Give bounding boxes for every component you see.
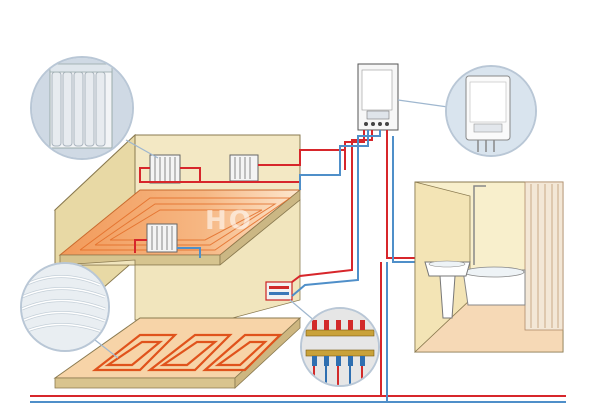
- underfloor-heating-coil: [91, 333, 283, 372]
- manifold: [265, 281, 293, 301]
- washbasin: [424, 260, 471, 319]
- wall-boiler-closeup-icon: [445, 65, 537, 157]
- shower-curtain: [524, 181, 564, 331]
- bathroom: [413, 181, 564, 353]
- lower-back-wall: [59, 199, 301, 321]
- underfloor-pipe-coil-icon: [20, 262, 119, 359]
- radiator-middle: [146, 223, 178, 253]
- radiator-upper-left: [149, 154, 181, 184]
- bathtub: [462, 266, 526, 306]
- watermark-text: HO: [205, 206, 253, 236]
- riser-pipes: [380, 262, 388, 402]
- radiator-closeup-icon: [30, 56, 159, 160]
- shower-head: [473, 185, 486, 196]
- wall-boiler: [357, 63, 399, 131]
- house: [53, 133, 302, 389]
- manifold-closeup-icon: [289, 299, 380, 387]
- ground-floor-edge: [54, 377, 236, 389]
- radiator-upper-right: [229, 154, 259, 182]
